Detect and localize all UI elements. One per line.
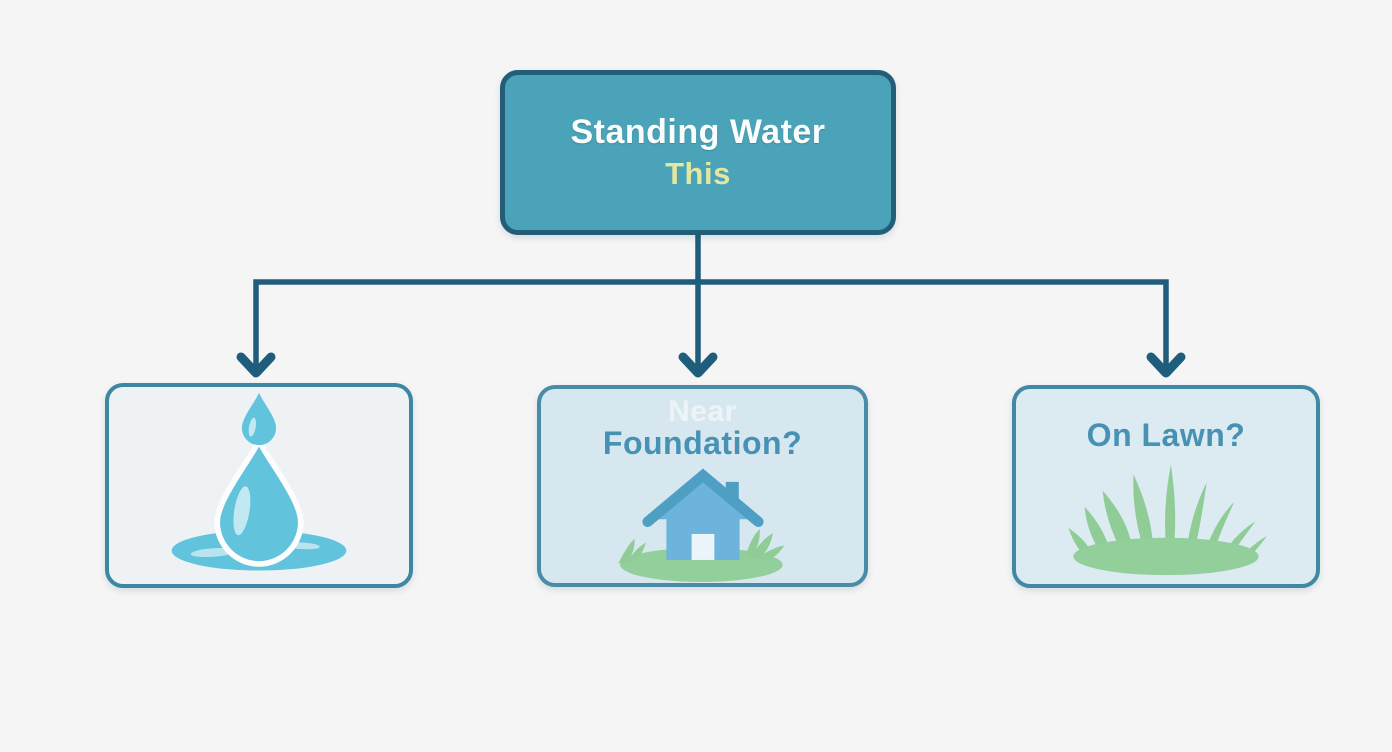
water-drop-icon	[134, 391, 384, 581]
arrowhead-center	[678, 352, 718, 378]
branch-node-lawn: On Lawn?	[1012, 385, 1320, 588]
root-node-subtitle: This	[665, 156, 731, 191]
arrowhead-right	[1146, 352, 1186, 378]
branch-node-puddle	[105, 383, 413, 588]
grass-icon	[1038, 458, 1294, 580]
arrowhead-left	[236, 352, 276, 378]
house-icon	[578, 464, 828, 586]
branch-lawn-label: On Lawn?	[1086, 417, 1246, 453]
branch-node-foundation: Near Foundation?	[537, 385, 868, 587]
branch-ghost-label: Near	[668, 395, 737, 428]
branch-foundation-label: Foundation?	[602, 425, 803, 461]
root-node-title: Standing Water	[570, 113, 826, 151]
root-node-standing-water: Standing Water This	[500, 70, 896, 235]
